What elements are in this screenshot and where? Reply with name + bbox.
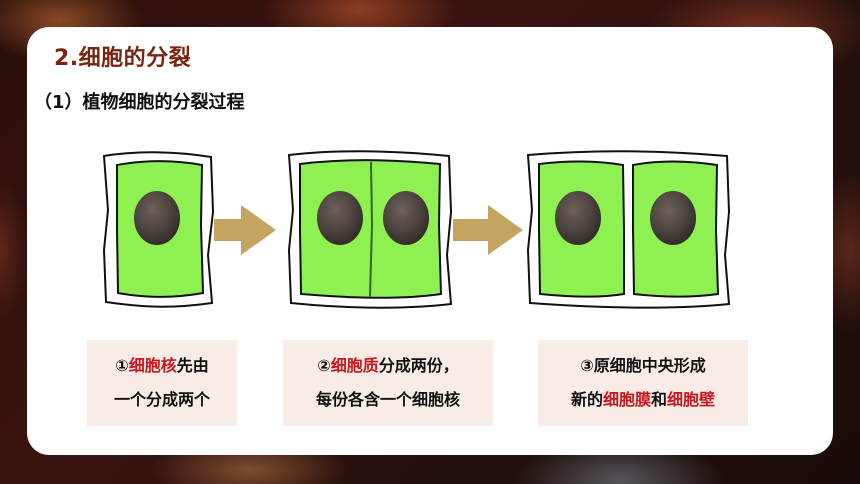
nucleus <box>134 191 180 245</box>
cell-plate <box>369 161 374 298</box>
nucleus <box>317 191 363 245</box>
step-number: ② <box>317 356 331 375</box>
slide-title: 2.细胞的分裂 <box>54 46 192 71</box>
step-number: ① <box>115 356 129 375</box>
step-2-line-1: ②细胞质分成两份， <box>317 349 459 383</box>
step-3-line-1: ③原细胞中央形成 <box>580 356 706 375</box>
step-2-box: ②细胞质分成两份， 每份各含一个细胞核 <box>283 340 493 426</box>
cell-stage-1 <box>102 151 215 308</box>
slide-subtitle: （1）植物细胞的分裂过程 <box>34 92 245 113</box>
arrow-right-icon <box>453 205 523 255</box>
arrow-right-icon <box>214 205 276 255</box>
step-text: 新的 <box>570 390 603 409</box>
cell-stage-3 <box>526 150 731 309</box>
step-1-box: ①细胞核先由 一个分成两个 <box>87 340 237 426</box>
highlight-term: 细胞壁 <box>667 390 716 409</box>
step-3-line-2: 新的细胞膜和细胞壁 <box>571 383 715 417</box>
step-text: 先由 <box>176 356 209 375</box>
step-text: 和 <box>651 390 668 409</box>
nucleus <box>555 191 601 245</box>
step-1-line-2: 一个分成两个 <box>113 390 210 409</box>
step-1-line-1: ①细胞核先由 <box>115 349 209 383</box>
step-text: 分成两份， <box>378 356 459 375</box>
step-3-box: ③原细胞中央形成 新的细胞膜和细胞壁 <box>538 340 748 426</box>
nucleus <box>383 191 429 245</box>
highlight-term: 细胞膜 <box>602 390 651 409</box>
nucleus <box>650 191 696 245</box>
highlight-term: 细胞核 <box>128 356 177 375</box>
step-2-line-2: 每份各含一个细胞核 <box>315 390 460 409</box>
cell-stage-2 <box>287 150 453 309</box>
highlight-term: 细胞质 <box>330 356 379 375</box>
